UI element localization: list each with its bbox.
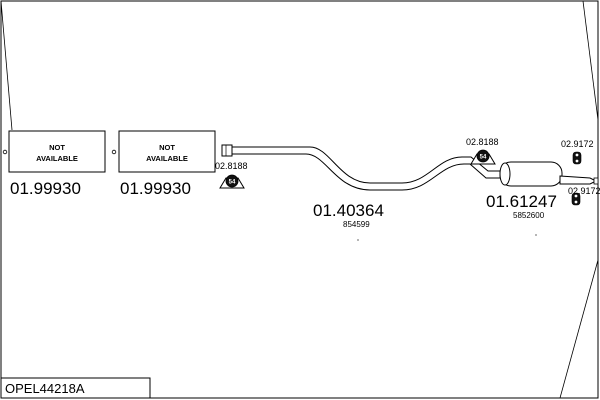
rubber-mount-upper-icon: [572, 151, 582, 165]
code-label-box: OPEL44218A: [0, 377, 151, 399]
rear-silencer-tailpipe: [559, 175, 598, 185]
rubber-mount-upper-part-number: 02.9172: [561, 139, 594, 149]
stray-dot-2: [535, 234, 537, 236]
hanger-54-right-icon-text: 54: [480, 155, 487, 161]
intermediate-pipe-upper-edge: [224, 146, 500, 184]
front-pipe-box-line2: AVAILABLE: [36, 154, 78, 163]
code-label-text: OPEL44218A: [5, 381, 85, 396]
hanger-54-right[interactable]: 54: [470, 149, 496, 165]
rear-silencer[interactable]: [499, 161, 599, 187]
front-pipe-box-frame: [8, 130, 106, 173]
rubber-mount-lower-hole-top: [574, 194, 578, 198]
catalyst-box-frame: [118, 130, 216, 173]
front-pipe-left-connector: [2, 149, 8, 155]
rear-silencer-end-cap: [499, 162, 511, 186]
rear-silencer-part-number: 01.61247: [486, 192, 557, 211]
hanger-54-left-icon: [225, 174, 239, 188]
rubber-mount-lower-hole-bottom: [574, 200, 578, 204]
code-label-frame: [0, 377, 151, 399]
catalyst-left-connector: [111, 149, 117, 155]
rubber-mount-lower-part-number: 02.9172: [568, 186, 600, 196]
rubber-mount-upper-hole-bottom: [575, 159, 579, 163]
catalyst-box[interactable]: NOT AVAILABLE: [111, 130, 216, 173]
intermediate-pipe[interactable]: [221, 144, 500, 191]
rear-silencer-tip: [593, 177, 599, 185]
catalyst-part-number: 01.99930: [120, 179, 191, 198]
hanger-54-left-icon-text: 54: [229, 180, 236, 186]
catalyst-box-line1: NOT: [159, 143, 175, 152]
hanger-54-right-icon: [476, 149, 490, 163]
rubber-mount-upper[interactable]: [572, 151, 582, 165]
front-pipe-box[interactable]: NOT AVAILABLE: [2, 130, 106, 173]
rubber-mount-lower-icon: [571, 192, 581, 206]
stray-dot-1: [357, 239, 359, 241]
frame-diagonal-top-left: [0, 0, 13, 131]
intermediate-pipe-oem-number: 854599: [343, 220, 370, 229]
catalyst-box-line2: AVAILABLE: [146, 154, 188, 163]
rubber-mount-lower[interactable]: [571, 192, 581, 206]
rubber-mount-upper-hole-top: [575, 153, 579, 157]
intermediate-pipe-lower-edge: [224, 153, 500, 191]
hanger-54-left[interactable]: 54: [219, 174, 245, 189]
frame-diagonal-bottom-right: [559, 259, 599, 399]
intermediate-pipe-sleeve: [221, 144, 233, 157]
front-pipe-part-number: 01.99930: [10, 179, 81, 198]
hanger-54-right-part-number: 02.8188: [466, 137, 499, 147]
hanger-54-left-part-number: 02.8188: [215, 161, 248, 171]
intermediate-pipe-part-number: 01.40364: [313, 201, 384, 220]
front-pipe-box-line1: NOT: [49, 143, 65, 152]
frame-diagonal-top-right: [582, 0, 599, 121]
rear-silencer-oem-number: 5852600: [513, 211, 545, 220]
